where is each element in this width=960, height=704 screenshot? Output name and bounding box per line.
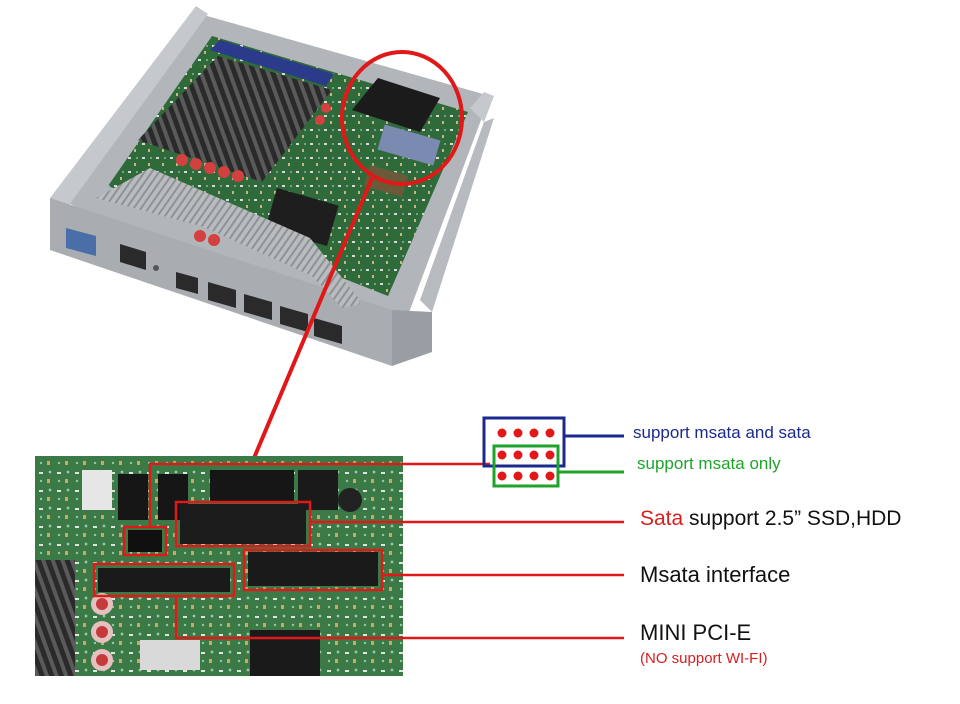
sata-callout: Sata support 2.5” SSD,HDD bbox=[640, 507, 901, 531]
chassis-left-wall bbox=[50, 6, 208, 212]
mini-pcie-line bbox=[174, 596, 624, 640]
cpu-heatsink bbox=[138, 56, 332, 182]
zoomed-board-photo bbox=[35, 456, 403, 676]
power-connector bbox=[82, 470, 112, 510]
lan-port-2 bbox=[208, 282, 236, 308]
ram-module bbox=[210, 40, 334, 86]
legend-blue-box bbox=[482, 416, 566, 468]
zoom-pointer-line bbox=[252, 177, 374, 459]
highlight-circle bbox=[340, 50, 464, 186]
no-wifi-note: (NO support WI-FI) bbox=[640, 650, 768, 667]
pin-header-outline bbox=[122, 525, 168, 557]
msata-slot bbox=[248, 552, 378, 586]
sata-power bbox=[210, 470, 294, 502]
pin-header-line bbox=[148, 462, 490, 527]
capacitor-row bbox=[176, 103, 331, 246]
sata-slot bbox=[180, 504, 306, 544]
mini-pcie-slot bbox=[98, 568, 230, 592]
zoom-highlights bbox=[92, 500, 384, 598]
sata-port-1 bbox=[118, 474, 148, 520]
callout-lines bbox=[148, 462, 624, 640]
legend-msata-only-label: support msata only bbox=[637, 454, 781, 473]
sata-word: Sata bbox=[640, 507, 684, 530]
mini-pcie-callout: MINI PCI-E bbox=[640, 620, 752, 645]
pin-legend bbox=[482, 416, 624, 488]
sata-slot-outline bbox=[174, 500, 312, 548]
legend-pins bbox=[497, 428, 555, 481]
legend-msata-and-sata-label: support msata and sata bbox=[633, 423, 811, 442]
legend-green-box bbox=[492, 444, 560, 488]
mini-pcie-outline bbox=[92, 562, 236, 598]
msata-callout: Msata interface bbox=[640, 562, 791, 587]
chassis-right-wall bbox=[470, 92, 494, 122]
zoom-capacitors bbox=[91, 593, 113, 671]
sata-description: support 2.5” SSD,HDD bbox=[683, 507, 902, 530]
msata-outline bbox=[242, 548, 384, 592]
mini-pc-chassis bbox=[50, 6, 494, 366]
usb-port bbox=[176, 272, 198, 294]
lan-port-4 bbox=[280, 306, 308, 332]
lan-port-3 bbox=[244, 294, 272, 320]
sata-connectors bbox=[352, 78, 440, 132]
pin-header bbox=[128, 530, 162, 552]
lan-port-1 bbox=[120, 244, 146, 270]
lan-port-5 bbox=[314, 318, 342, 344]
vga-port bbox=[66, 228, 96, 256]
msata-board bbox=[377, 124, 441, 166]
ribbon-cable bbox=[96, 168, 360, 306]
